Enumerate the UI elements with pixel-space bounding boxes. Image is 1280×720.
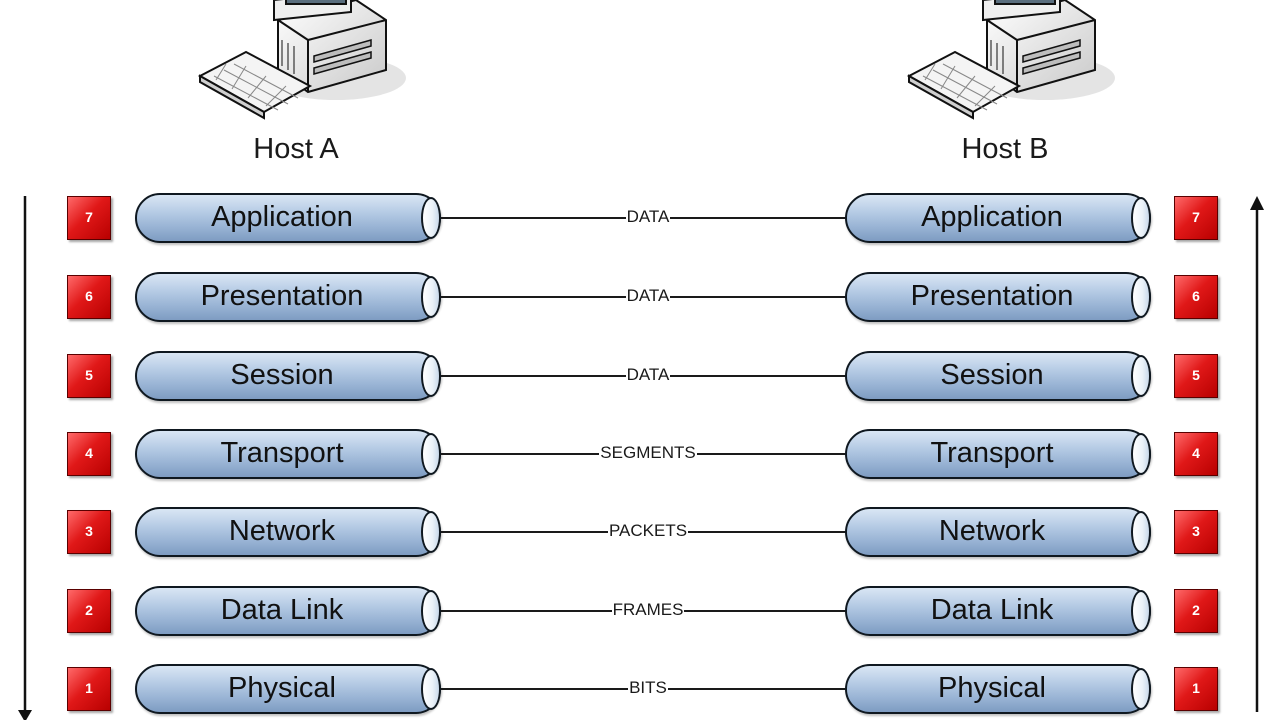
host-a-layer-cylinder: Physical [135, 664, 441, 714]
host-a-layer-name: Application [211, 201, 353, 233]
cylinder-end-cap [1131, 197, 1151, 239]
host-b-layer-number-badge: 4 [1174, 432, 1218, 476]
host-a-label: Host A [253, 133, 339, 165]
host-a-layer-name: Physical [228, 672, 336, 704]
cylinder-end-cap [1131, 355, 1151, 397]
host-b-layer-name: Presentation [910, 280, 1074, 312]
host-b-layer-name: Transport [930, 437, 1054, 469]
host-a-layer-number-badge: 3 [67, 510, 111, 554]
layer-row-4: 4 Transport SEGMENTS Transport 4 [0, 429, 1280, 481]
host-b-layer-cylinder: Network [845, 507, 1151, 557]
host-b-label: Host B [961, 133, 1049, 165]
host-b-layer-name: Physical [938, 672, 1046, 704]
arrow-up-icon [1250, 196, 1264, 712]
layer-row-3: 3 Network PACKETS Network 3 [0, 507, 1280, 559]
host-a-layer-name: Network [228, 515, 336, 547]
arrow-down-icon [18, 196, 32, 720]
host-b-layer-number-badge: 6 [1174, 275, 1218, 319]
cylinder-end-cap [421, 668, 441, 710]
pdu-label: DATA [625, 286, 671, 305]
cylinder-end-cap [421, 511, 441, 553]
host-b-layer-cylinder: Session [845, 351, 1151, 401]
host-b-layer-name: Network [938, 515, 1046, 547]
host-a-computer-icon [197, 0, 406, 120]
host-a-layer-number-badge: 6 [67, 275, 111, 319]
host-b-layer-number-badge: 1 [1174, 667, 1218, 711]
cylinder-end-cap [421, 590, 441, 632]
host-a-layer-name: Session [230, 359, 334, 391]
layer-row-6: 6 Presentation DATA Presentation 6 [0, 272, 1280, 324]
pdu-label: DATA [625, 365, 671, 384]
host-a-layer-cylinder: Session [135, 351, 441, 401]
pdu-label: FRAMES [611, 600, 685, 619]
host-a-layer-number-badge: 5 [67, 354, 111, 398]
host-a-layer-number-badge: 1 [67, 667, 111, 711]
host-b-layer-number-badge: 2 [1174, 589, 1218, 633]
host-b-layer-cylinder: Application [845, 193, 1151, 243]
host-b-computer-icon [906, 0, 1115, 120]
host-a-layer-cylinder: Network [135, 507, 441, 557]
host-b-layer-cylinder: Transport [845, 429, 1151, 479]
host-b-layer-cylinder: Physical [845, 664, 1151, 714]
cylinder-end-cap [1131, 511, 1151, 553]
layer-row-1: 1 Physical BITS Physical 1 [0, 664, 1280, 716]
pdu-label: SEGMENTS [599, 443, 697, 462]
cylinder-end-cap [421, 355, 441, 397]
cylinder-end-cap [1131, 668, 1151, 710]
host-a-layer-cylinder: Transport [135, 429, 441, 479]
host-a-layer-cylinder: Application [135, 193, 441, 243]
cylinder-end-cap [421, 433, 441, 475]
cylinder-end-cap [1131, 276, 1151, 318]
layer-row-5: 5 Session DATA Session 5 [0, 351, 1280, 403]
host-b-layer-cylinder: Data Link [845, 586, 1151, 636]
pdu-label: BITS [628, 678, 668, 697]
cylinder-end-cap [1131, 590, 1151, 632]
pdu-label: PACKETS [607, 521, 689, 540]
host-b-layer-name: Application [921, 201, 1063, 233]
host-a-layer-cylinder: Presentation [135, 272, 441, 322]
host-a-layer-number-badge: 4 [67, 432, 111, 476]
host-b-layer-name: Session [940, 359, 1044, 391]
cylinder-end-cap [421, 276, 441, 318]
host-b-layer-name: Data Link [930, 594, 1054, 626]
cylinder-end-cap [421, 197, 441, 239]
pdu-label: DATA [625, 207, 671, 226]
cylinder-end-cap [1131, 433, 1151, 475]
host-a-layer-number-badge: 7 [67, 196, 111, 240]
host-b-layer-cylinder: Presentation [845, 272, 1151, 322]
host-a-layer-name: Presentation [200, 280, 364, 312]
host-b-layer-number-badge: 3 [1174, 510, 1218, 554]
layer-row-7: 7 Application DATA Application 7 [0, 193, 1280, 245]
host-b-layer-number-badge: 5 [1174, 354, 1218, 398]
host-a-layer-number-badge: 2 [67, 589, 111, 633]
host-a-layer-name: Transport [220, 437, 344, 469]
layer-row-2: 2 Data Link FRAMES Data Link 2 [0, 586, 1280, 638]
host-a-layer-name: Data Link [220, 594, 344, 626]
host-a-layer-cylinder: Data Link [135, 586, 441, 636]
host-b-layer-number-badge: 7 [1174, 196, 1218, 240]
